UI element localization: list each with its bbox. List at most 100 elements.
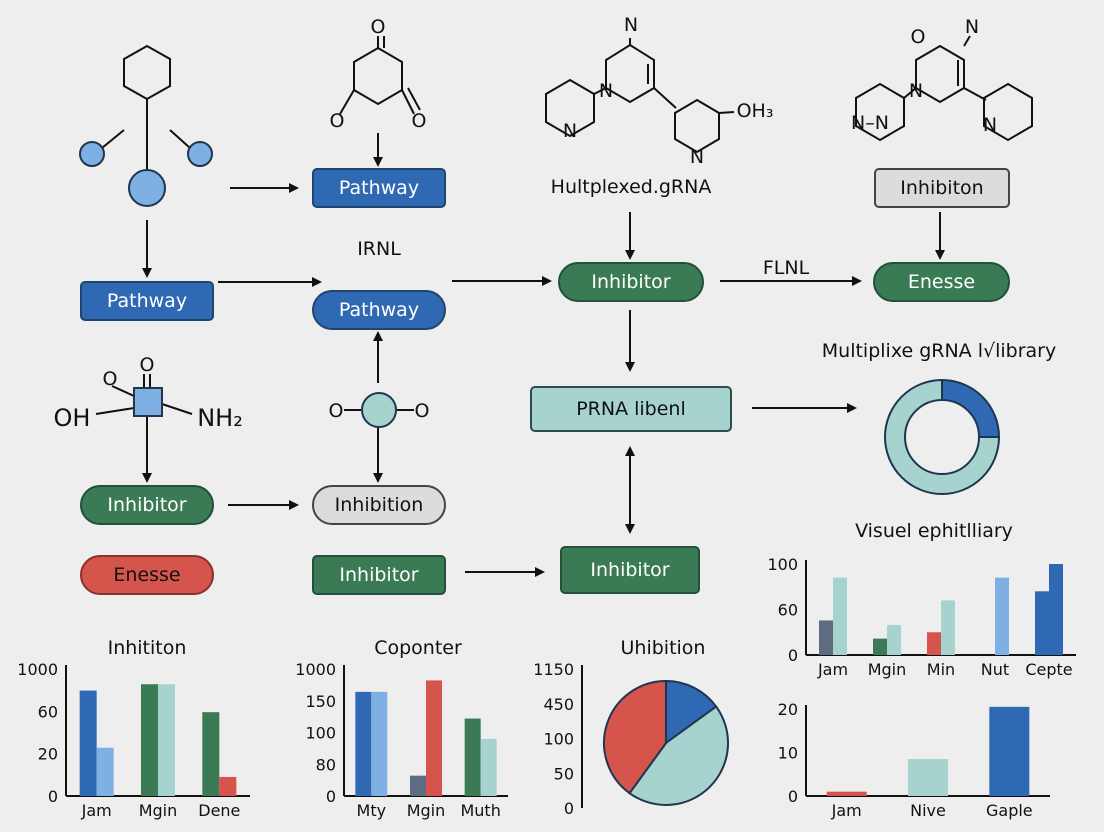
bar (995, 577, 1009, 655)
y-tick-label: 100 (767, 555, 798, 574)
bar (887, 624, 901, 655)
atom-label: N (623, 14, 639, 36)
bar (410, 775, 426, 796)
grna-library-donut-chart (884, 378, 1001, 495)
y-tick-label: 0 (48, 787, 58, 806)
y-tick-label: 1150 (533, 660, 574, 679)
atom-label: O (328, 400, 344, 422)
pathway-node: Pathway (312, 168, 446, 208)
atom-label: O (414, 400, 430, 422)
pathway-node: Pathway (312, 290, 446, 330)
bar (908, 759, 948, 796)
x-tick-label: Mgin (139, 801, 178, 820)
y-tick-label: 1000 (17, 660, 58, 679)
atom-label: O (370, 16, 386, 38)
bar (873, 638, 887, 655)
pathway-node: Pathway (80, 281, 214, 321)
bar (927, 632, 941, 655)
inhibitor-node: Inhibitor (558, 262, 704, 302)
dione-ring (353, 46, 403, 106)
bar (1049, 564, 1063, 655)
atom-label: O (329, 110, 345, 132)
bar (371, 691, 388, 796)
y-tick-label: 20 (778, 700, 798, 719)
inhibition-node: Inhibition (312, 485, 446, 525)
atom-label: N (982, 114, 998, 136)
y-tick-label: 50 (554, 764, 574, 783)
cyclohexane-ring (123, 44, 171, 101)
flnl-label: FLNL (762, 257, 810, 279)
atom-label: O (910, 26, 926, 48)
bar (355, 691, 372, 796)
atom-label: O (102, 368, 118, 390)
atom-label: OH (53, 404, 91, 432)
atom-label: OH₃ (736, 100, 774, 122)
y-tick-label: 0 (564, 799, 574, 818)
bar (833, 577, 847, 655)
node-circle (187, 141, 213, 167)
x-tick-label: Mty (357, 801, 387, 820)
atom-label: N (598, 80, 614, 102)
pie-slice (603, 679, 667, 795)
piperidinone-ring (915, 44, 965, 104)
inhibiton-node: Inhibiton (874, 168, 1010, 208)
atom-label: N (908, 80, 924, 102)
x-tick-label: Mgin (407, 801, 446, 820)
inhibitor-node: Inhibitor (312, 555, 446, 595)
bar (202, 712, 220, 796)
bar (941, 600, 955, 655)
bar (79, 690, 97, 796)
irnl-label: IRNL (357, 238, 401, 260)
prna-library-node: PRNA libenl (530, 386, 732, 432)
pie-slice (884, 378, 1001, 495)
pie-slice (628, 705, 729, 806)
x-tick-label: Gaple (986, 801, 1033, 820)
bar (826, 791, 867, 796)
node-circle (128, 169, 166, 207)
atom-label: N (964, 16, 980, 38)
chart-title: Coponter (374, 637, 462, 659)
inhibitor-node: Inhibitor (560, 546, 700, 594)
chart-title: Visuel ephitlliary (855, 520, 1013, 542)
bar (219, 776, 237, 796)
atom-label: O (411, 110, 427, 132)
y-tick-label: 60 (778, 601, 798, 620)
x-tick-label: Mgin (868, 660, 907, 679)
pie-slice (665, 679, 718, 745)
x-tick-label: Jam (817, 660, 848, 679)
atom-label: NH₂ (197, 404, 243, 432)
pyridine-ring (605, 43, 655, 104)
bar (480, 738, 497, 796)
x-tick-label: Nive (910, 801, 946, 820)
bar (96, 747, 114, 796)
bar (819, 620, 833, 655)
pie-slice (941, 378, 1001, 438)
y-tick-label: 150 (305, 692, 336, 711)
atom-label: N (562, 120, 578, 142)
y-tick-label: 0 (788, 787, 798, 806)
x-tick-label: Jam (81, 801, 112, 820)
atom-label: O (139, 354, 155, 376)
y-tick-label: 0 (326, 787, 336, 806)
bar (989, 706, 1030, 796)
multiplexed-grna-label: Hultplexed.gRNA (550, 176, 712, 198)
atom-label: N–N (851, 112, 889, 134)
y-tick-label: 1000 (295, 660, 336, 679)
inhibitor-node: Inhibitor (80, 485, 214, 525)
x-tick-label: Min (927, 660, 955, 679)
y-tick-label: 450 (543, 695, 574, 714)
bar (426, 680, 442, 796)
bar (141, 684, 158, 796)
x-tick-label: Nut (981, 660, 1009, 679)
enesse-node: Enesse (80, 555, 214, 595)
node-square (133, 387, 163, 417)
bar (464, 718, 481, 796)
bar (1035, 591, 1049, 655)
